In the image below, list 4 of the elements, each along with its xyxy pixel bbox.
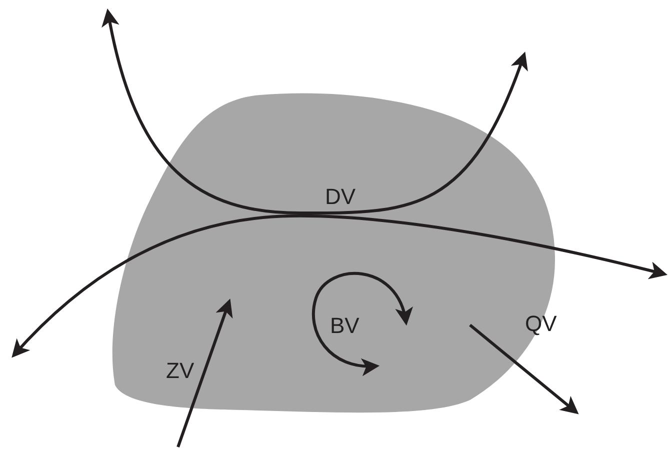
flow-label: QV <box>525 313 557 335</box>
flow-label: DV <box>325 186 356 208</box>
flow-label: ZV <box>166 360 194 382</box>
flow-label: BV <box>330 315 360 337</box>
